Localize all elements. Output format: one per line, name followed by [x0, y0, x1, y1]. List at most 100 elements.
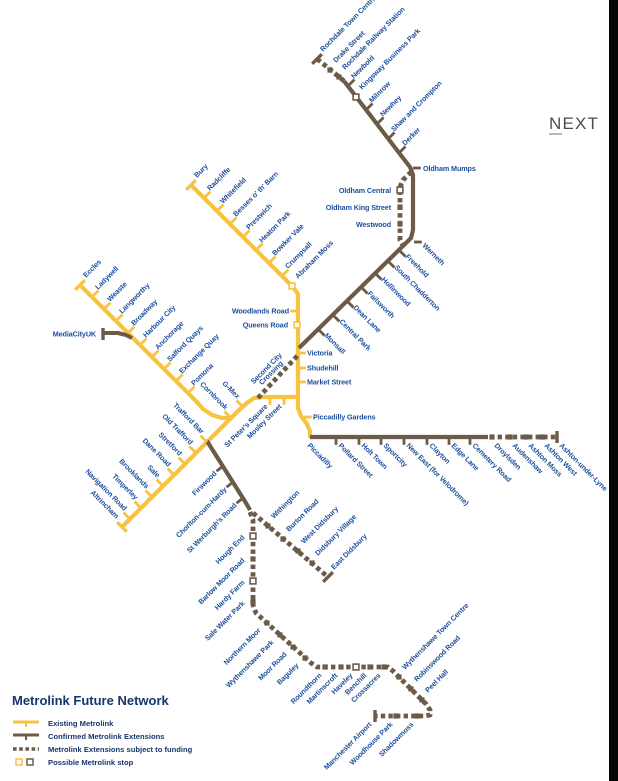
station-label-mediacityuk: MediaCityUK [53, 330, 97, 339]
station-tick [133, 500, 142, 509]
station-tick [235, 496, 244, 505]
station-piccadilly: Piccadilly [306, 441, 335, 470]
station-square [367, 664, 373, 670]
station-tick [332, 314, 341, 323]
station-square [290, 644, 296, 650]
legend-item-existing: Existing Metrolink [12, 718, 292, 728]
legend-item-confirmed: Confirmed Metrolink Extensions [12, 731, 292, 741]
station-tick [255, 242, 264, 251]
station-tick [346, 300, 355, 309]
right-edge-bar [609, 0, 618, 781]
station-square [419, 697, 425, 703]
line-chorlton-branch [205, 439, 252, 512]
possible-stop-square [249, 532, 257, 540]
legend-label-funding: Metrolink Extensions subject to funding [48, 744, 193, 754]
station-square [408, 686, 414, 692]
station-derker: Derker [398, 125, 422, 154]
station-label-newhey: Newhey [378, 93, 403, 118]
line-airport-branch [247, 511, 433, 719]
station-square [523, 434, 529, 440]
station-tick [151, 349, 160, 358]
station-square [397, 221, 403, 227]
legend-label-possible-stop: Possible Metrolink stop [48, 757, 134, 767]
station-label-westwood: Westwood [356, 220, 391, 229]
station-square [393, 713, 399, 719]
station-square [539, 434, 545, 440]
station-square [381, 664, 387, 670]
station-tick [216, 203, 225, 212]
station-square [264, 620, 270, 626]
station-terminus [73, 278, 87, 292]
station-label-victoria: Victoria [307, 349, 334, 358]
station-square [250, 556, 256, 562]
station-terminus [310, 52, 324, 66]
possible-stop-square [249, 577, 257, 585]
station-square [280, 536, 286, 542]
station-market-street: Market Street [298, 378, 352, 387]
station-square [295, 548, 301, 554]
station-mediacityuk: MediaCityUK [53, 328, 105, 340]
station-label-derker: Derker [400, 125, 422, 147]
station-piccadilly-gardens: Piccadilly Gardens [304, 413, 376, 422]
station-tick [360, 286, 369, 295]
station-tick [139, 337, 148, 346]
station-shudehill: Shudehill [298, 364, 339, 373]
station-tick [122, 511, 131, 520]
station-queens-road: Queens Road [243, 321, 301, 330]
station-square [414, 713, 420, 719]
line-oldham-town-centre-loop [397, 169, 415, 249]
station-tick [365, 102, 374, 111]
station-tick [398, 145, 407, 154]
station-square [277, 632, 283, 638]
possible-stop-square [352, 93, 360, 101]
station-tick [144, 489, 153, 498]
station-label-shaw-and-crompton: Shaw and Crompton [389, 79, 444, 134]
station-tick [281, 268, 290, 277]
station-label-bury: Bury [192, 162, 210, 180]
station-label-besses-o-th-barn: Besses o' th' Barn [231, 169, 280, 218]
station-tick [317, 328, 326, 337]
station-oldham-central: Oldham Central [339, 186, 404, 195]
station-square [338, 664, 344, 670]
possible-stop-swatch-icon [15, 758, 34, 766]
station-square [507, 434, 513, 440]
station-tick [166, 467, 175, 476]
station-tick [225, 480, 234, 489]
station-tick [268, 255, 277, 264]
station-tick [374, 272, 383, 281]
line-mediacity-spur [103, 331, 133, 340]
station-tick [115, 313, 124, 322]
station-tick [223, 410, 232, 419]
station-label-oldham-mumps: Oldham Mumps [423, 164, 476, 173]
next-button[interactable]: NEXT [549, 114, 599, 135]
station-label-g-mex: G-Mex [220, 379, 242, 401]
legend-label-confirmed: Confirmed Metrolink Extensions [48, 731, 165, 741]
station-victoria: Victoria [298, 349, 334, 358]
station-square [250, 599, 256, 605]
station-tick [229, 216, 238, 225]
legend-title: Metrolink Future Network [12, 693, 169, 708]
station-tick [103, 301, 112, 310]
station-tick [387, 260, 396, 269]
station-tick [203, 190, 212, 199]
station-tick [155, 478, 164, 487]
station-tick [347, 78, 356, 87]
possible-stop-square [396, 186, 404, 194]
station-westwood: Westwood [356, 220, 403, 229]
legend: Metrolink Future Network Existing Metrol… [12, 693, 292, 770]
station-square [265, 523, 271, 529]
station-square [327, 67, 333, 73]
legend-item-possible-stop: Possible Metrolink stop [12, 757, 292, 767]
subject-to-funding-swatch-icon [13, 747, 39, 751]
station-tick [376, 116, 385, 125]
station-tick [163, 361, 172, 370]
station-oldham-king-street: Oldham King Street [326, 203, 403, 212]
station-tick [387, 131, 396, 140]
confirmed-extensions-swatch-icon [13, 733, 39, 740]
station-tick [91, 289, 100, 298]
station-square [322, 664, 328, 670]
legend-label-existing: Existing Metrolink [48, 718, 114, 728]
station-tick [187, 385, 196, 394]
station-tick [242, 229, 251, 238]
